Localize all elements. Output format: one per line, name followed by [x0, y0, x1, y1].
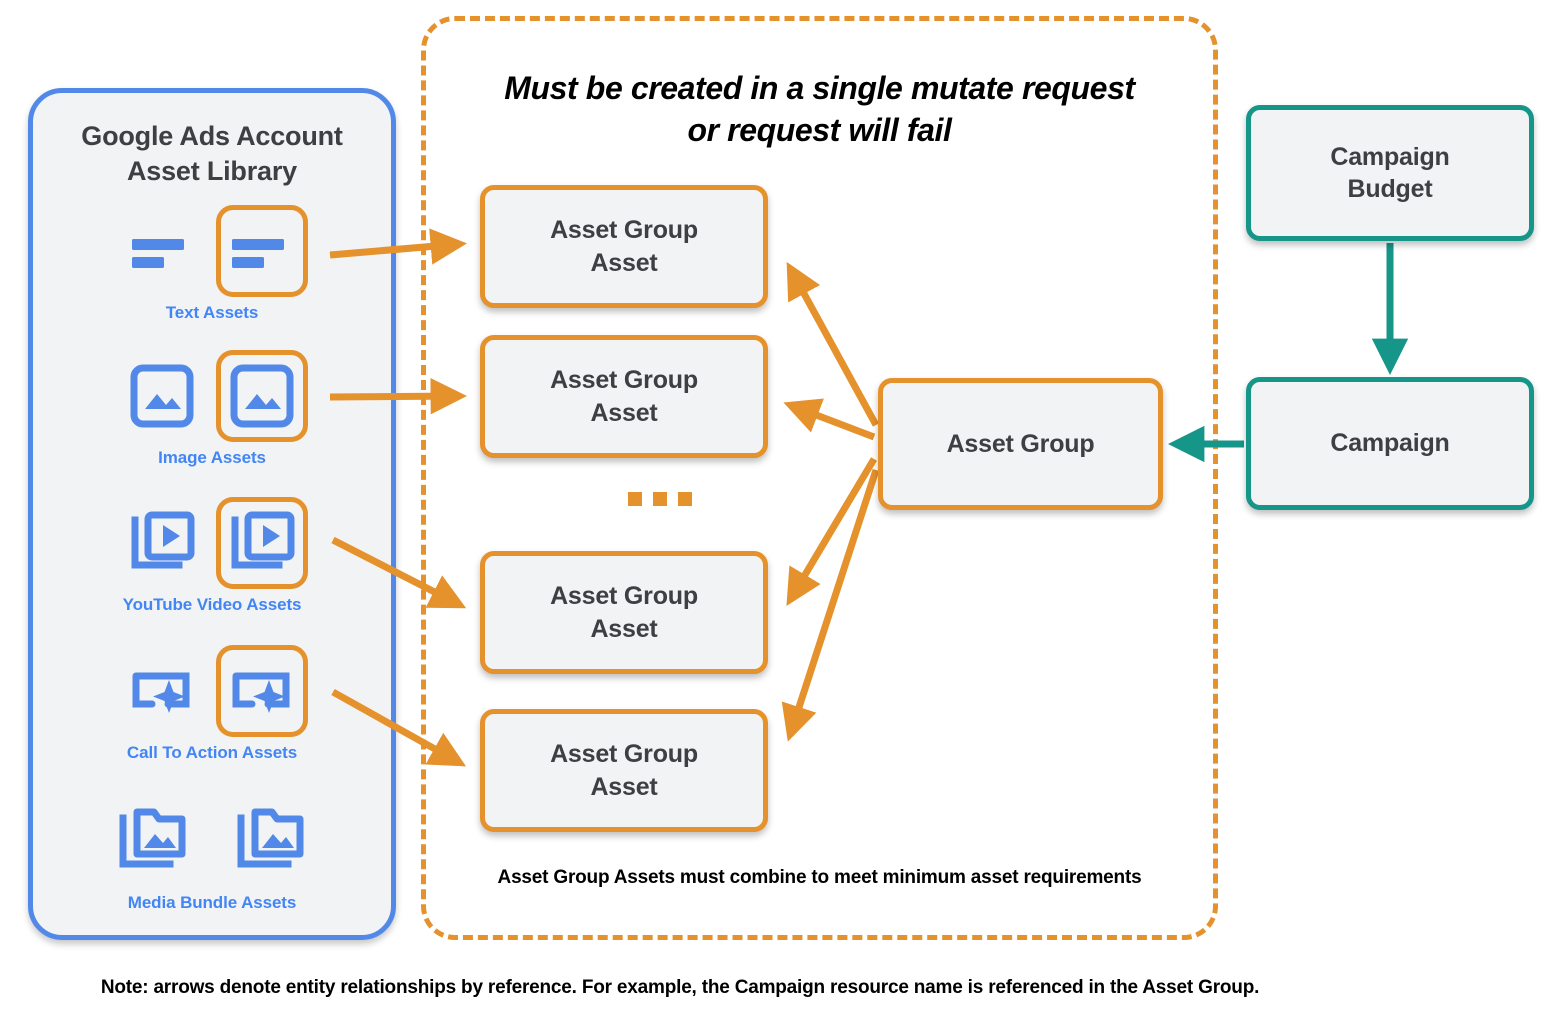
video-asset-icon [116, 497, 208, 589]
aga2-label-line2: Asset [590, 398, 658, 427]
asset-library-title-line1: Google Ads Account [81, 121, 343, 151]
ellipsis-dot-1 [628, 492, 642, 506]
asset-library-title-line2: Asset Library [127, 155, 297, 186]
call-to-action-asset-icon-selected[interactable] [216, 645, 308, 737]
image-asset-icon-selected[interactable] [216, 350, 308, 442]
aga2-label-line1: Asset Group [550, 366, 698, 394]
call-to-action-asset-icon [116, 645, 208, 737]
campaign-budget-label-line1: Campaign [1330, 142, 1450, 171]
asset-caption-cta: Call To Action Assets [126, 743, 298, 762]
asset-row-cta: Call To Action Assets [33, 643, 391, 763]
diagram-note: Note: arrows denote entity relationships… [100, 977, 1260, 998]
asset-caption-video: YouTube Video Assets [122, 595, 302, 614]
asset-row-image: Image Assets [33, 348, 391, 468]
text-asset-icon-selected[interactable] [216, 205, 308, 297]
asset-group-asset-node-3[interactable]: Asset Group Asset [480, 551, 768, 674]
text-asset-icon [116, 205, 208, 297]
asset-library-panel: Google Ads Account Asset Library [28, 88, 396, 940]
campaign-budget-label-line2: Budget [1347, 175, 1433, 203]
ellipsis-dot-3 [678, 492, 692, 506]
asset-caption-text: Text Assets [165, 303, 259, 322]
mutate-request-title: Must be created in a single mutate reque… [426, 67, 1213, 151]
asset-library-title: Google Ads Account Asset Library [33, 119, 391, 188]
asset-group-asset-node-2[interactable]: Asset Group Asset [480, 335, 768, 458]
asset-row-media-bundle: Media Bundle Assets [33, 793, 391, 913]
media-bundle-asset-icon [107, 795, 199, 887]
ellipsis-dot-2 [653, 492, 667, 506]
aga4-label-line2: Asset [590, 772, 658, 801]
mutate-footnote: Asset Group Assets must combine to meet … [497, 867, 1142, 888]
aga1-label-line1: Asset Group [550, 216, 698, 244]
asset-row-text: Text Assets [33, 203, 391, 323]
asset-row-video: YouTube Video Assets [33, 495, 391, 615]
asset-caption-image: Image Assets [158, 448, 266, 467]
asset-group-asset-node-1[interactable]: Asset Group Asset [480, 185, 768, 308]
asset-group-node[interactable]: Asset Group [878, 378, 1163, 510]
campaign-label: Campaign [1330, 429, 1450, 458]
asset-caption-media-bundle: Media Bundle Assets [127, 893, 297, 912]
asset-group-label: Asset Group [946, 429, 1095, 458]
asset-group-asset-node-4[interactable]: Asset Group Asset [480, 709, 768, 832]
aga3-label-line2: Asset [590, 614, 658, 643]
ellipsis-indicator [628, 492, 692, 506]
video-asset-icon-selected[interactable] [216, 497, 308, 589]
mutate-title-line1: Must be created in a single mutate reque… [504, 70, 1135, 106]
mutate-title-line2: or request will fail [687, 112, 952, 149]
aga3-label-line1: Asset Group [550, 582, 698, 610]
aga4-label-line1: Asset Group [550, 740, 698, 768]
campaign-node[interactable]: Campaign [1246, 377, 1534, 510]
aga1-label-line2: Asset [590, 248, 658, 277]
campaign-budget-node[interactable]: Campaign Budget [1246, 105, 1534, 241]
image-asset-icon [116, 350, 208, 442]
media-bundle-asset-icon-2 [225, 795, 317, 887]
